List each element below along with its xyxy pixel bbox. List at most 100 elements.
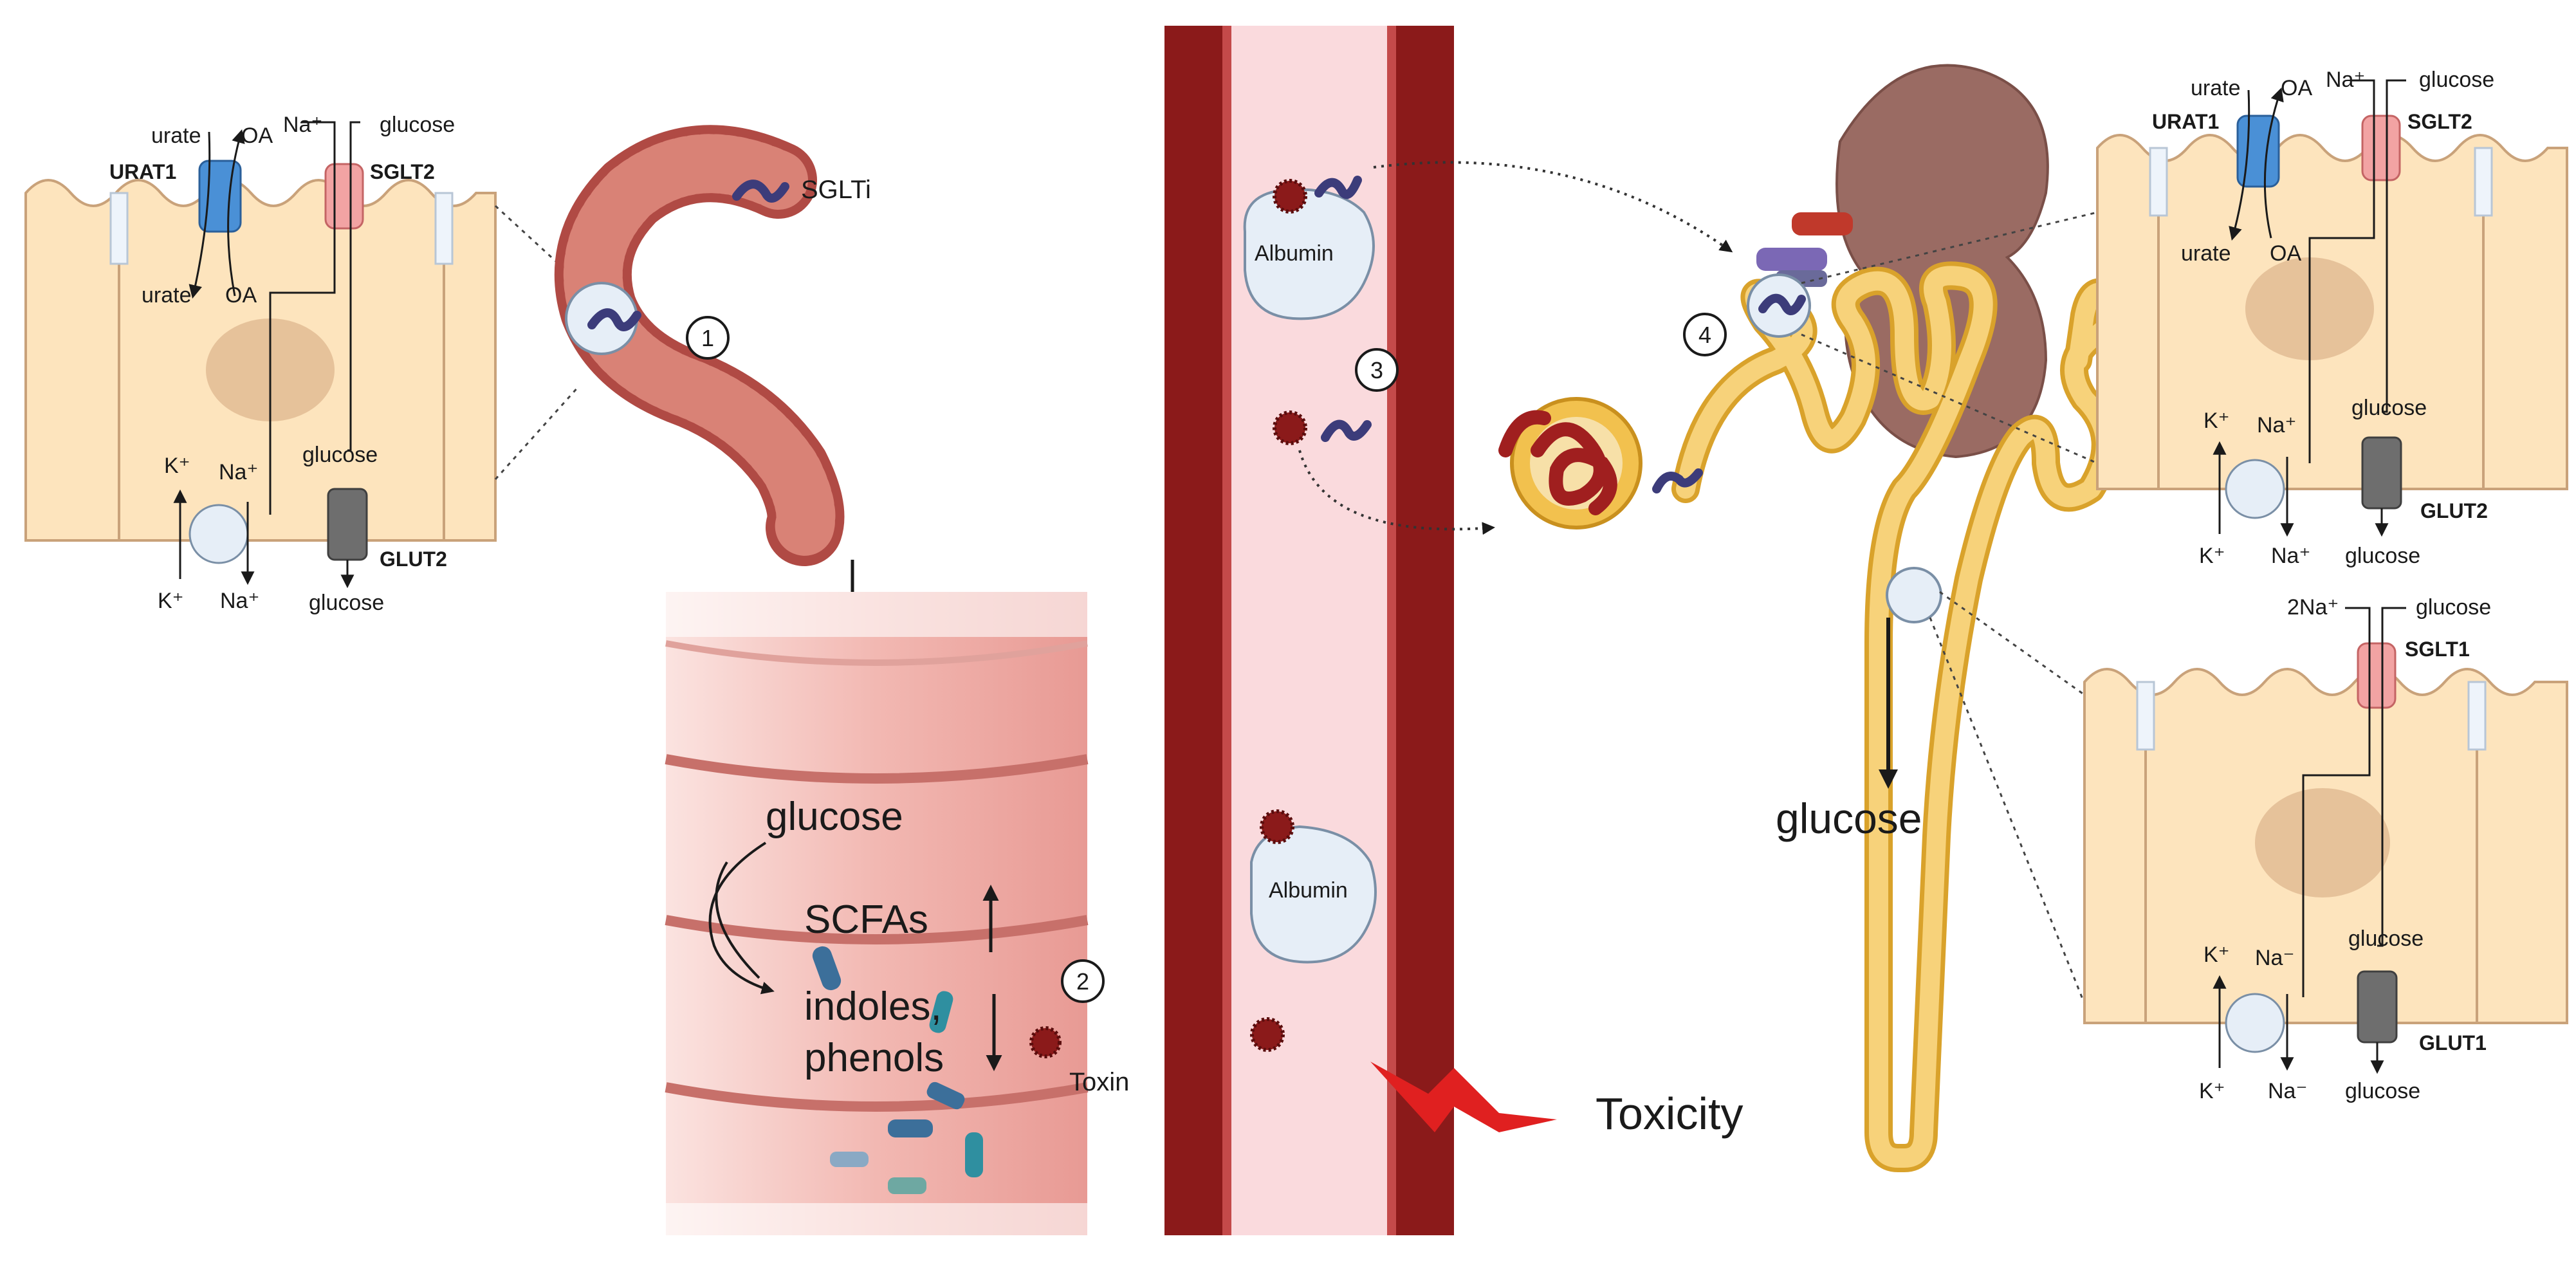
na-out-label: Na⁺ — [2271, 544, 2310, 568]
vessel-wall-right — [1396, 26, 1454, 1235]
sglt-inhibitor-molecule — [732, 179, 789, 203]
na-label-top: Na⁺ — [283, 113, 322, 137]
glucose-label-top: glucose — [380, 113, 455, 137]
bacterium — [965, 1132, 983, 1177]
tight-junction — [2136, 681, 2155, 751]
urate-flow-arrow — [189, 131, 211, 299]
phenols-label: phenols — [804, 1036, 944, 1080]
kidney-nephron: 4 glucose — [1498, 64, 2129, 1172]
afferent-arteriole — [1498, 410, 1551, 457]
glucose-label-top: glucose — [2416, 595, 2491, 620]
zoom-line — [1801, 211, 2098, 284]
tight-junction — [2149, 147, 2168, 217]
na-in-label: Na⁺ — [219, 460, 258, 484]
indoles-label: indoles, — [804, 984, 942, 1029]
na-k-pump — [189, 504, 249, 564]
glucose-branch-line — [715, 861, 760, 979]
bacterium — [812, 946, 842, 991]
haustra-fold — [665, 754, 1089, 784]
na-out-label: Na⁺ — [220, 589, 259, 613]
to-glomerulus-arrow — [1298, 450, 1495, 535]
glucose-label-top: glucose — [2419, 68, 2494, 92]
tight-junction — [434, 192, 454, 265]
small-intestine: SGLTi 1 — [554, 125, 871, 566]
urate-label-inner: urate — [142, 283, 192, 308]
bacterium — [929, 991, 953, 1033]
step-4-marker — [1683, 313, 1727, 356]
lightning-bolt — [1370, 1062, 1557, 1132]
vessel-wall-left — [1164, 26, 1222, 1235]
zoom-circle-proximal — [1747, 273, 1811, 338]
oa-flow-arrow — [227, 129, 245, 297]
haustra-fold — [665, 640, 1088, 666]
sglt-inhibitor-molecule — [1652, 468, 1703, 493]
sglt1-transporter — [2357, 642, 2397, 709]
glut2-label: GLUT2 — [380, 548, 447, 571]
step-2-marker — [1061, 959, 1105, 1003]
zoom-line — [1939, 591, 2085, 696]
step-4-number: 4 — [1698, 322, 1711, 348]
step-1-number: 1 — [701, 325, 714, 351]
glucose-label-inner: glucose — [2348, 926, 2424, 951]
glucose-flow-line — [347, 121, 360, 452]
free-toxin — [1273, 410, 1307, 445]
urate-label-inner: urate — [2181, 241, 2231, 266]
glucose-label-inner: glucose — [302, 443, 378, 467]
k-in-label: K⁺ — [2203, 943, 2230, 967]
oa-flow-arrow — [2263, 87, 2284, 239]
vessel-wall-left-inner — [1222, 26, 1231, 1235]
zoom-line — [1929, 617, 2086, 1004]
nucleus — [2255, 788, 2390, 897]
toxicity-label: Toxicity — [1596, 1089, 1743, 1139]
tight-junction — [2467, 681, 2487, 751]
renal-artery — [1792, 212, 1853, 235]
urate-flow-arrow — [2229, 89, 2250, 241]
sglt2-label: SGLT2 — [370, 160, 435, 183]
glucose-label-inner: glucose — [2351, 396, 2427, 420]
na-label-top: Na⁺ — [2326, 68, 2365, 92]
glucose-flow-line — [2382, 79, 2406, 413]
sglt2-label: SGLT2 — [2407, 110, 2472, 133]
colon-body — [666, 592, 1087, 1235]
toxin-bound-albumin — [1273, 179, 1307, 214]
colon: glucose SCFAs indoles, phenols 2 Toxin — [665, 592, 1129, 1261]
renal-vein — [1756, 248, 1827, 271]
glut1-transporter — [2357, 970, 2398, 1044]
intestinal-cell-panel: urate OA Na⁺ glucose URAT1 SGLT2 urate O… — [24, 113, 497, 615]
tubule-lumen — [1676, 266, 2124, 1168]
na-k-pump — [2225, 459, 2285, 519]
glucose-out-label: glucose — [309, 591, 384, 615]
glut1-label: GLUT1 — [2419, 1031, 2487, 1054]
bacterium — [888, 1177, 926, 1194]
k-out-label: K⁺ — [2199, 1079, 2225, 1103]
na-flow-line — [2302, 607, 2371, 997]
urat1-transporter — [2236, 115, 2280, 188]
glucose-out-label: glucose — [2345, 544, 2420, 568]
step-2-number: 2 — [1076, 968, 1089, 995]
toxin-particle — [1029, 1026, 1062, 1058]
glut2-transporter — [2361, 436, 2402, 510]
urat1-label: URAT1 — [109, 160, 176, 183]
toxin-label: Toxin — [1069, 1068, 1129, 1096]
bacterium — [830, 1152, 869, 1167]
na-k-pump — [2225, 993, 2285, 1053]
free-toxin — [1250, 1017, 1285, 1052]
urate-label-top: urate — [151, 124, 201, 148]
step-1-marker — [686, 316, 730, 360]
haustra-fold — [665, 1082, 1089, 1112]
na-in-label: Na⁺ — [2257, 413, 2296, 437]
colon-fade-top — [666, 592, 1087, 637]
k-in-label: K⁺ — [164, 454, 190, 478]
oa-label-top: OA — [241, 124, 273, 148]
scfas-label: SCFAs — [804, 897, 928, 942]
k-in-label: K⁺ — [2203, 409, 2230, 433]
sglt1-label: SGLT1 — [2405, 638, 2470, 661]
bacterium — [888, 1119, 933, 1137]
zoom-line — [494, 385, 580, 481]
vessel-wall-right-inner — [1387, 26, 1396, 1235]
kidney-cell-panel-bottom: 2Na⁺ glucose SGLT1 glucose K⁺ Na⁻ GLUT1 … — [2083, 595, 2568, 1103]
oa-label-inner: OA — [2270, 241, 2301, 266]
glucose-out-label: glucose — [2345, 1079, 2420, 1103]
na-flow-line — [2308, 79, 2375, 463]
